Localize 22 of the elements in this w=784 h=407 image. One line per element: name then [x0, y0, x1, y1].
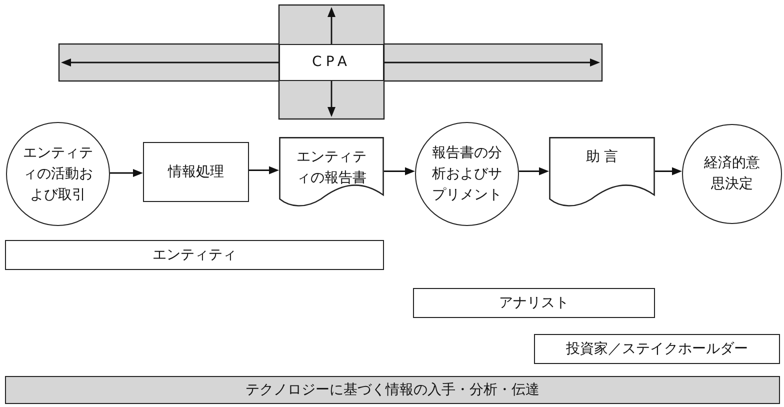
- document-text: 助 言: [586, 148, 618, 167]
- arrow: [110, 169, 143, 177]
- process-circle: 経済的意思決定: [682, 124, 782, 224]
- role-bar: エンティティ: [5, 240, 384, 270]
- arrow: [61, 58, 279, 66]
- arrow: [519, 167, 549, 176]
- process-circle: 報告書の分析およびサプリメント: [415, 122, 519, 226]
- arrow: [328, 81, 336, 117]
- role-box: CPA: [279, 44, 384, 81]
- document-shape: [549, 137, 655, 207]
- arrow: [249, 166, 279, 174]
- technology-bar: テクノロジーに基づく情報の入手・分析・伝達: [5, 376, 780, 404]
- document-text: エンティティの報告書: [296, 148, 368, 188]
- arrow: [384, 167, 415, 176]
- process-box: 情報処理: [143, 142, 249, 202]
- arrow: [655, 167, 682, 176]
- process-circle: エンティティの活動および取引: [6, 122, 110, 226]
- document-shape: [279, 137, 384, 207]
- role-bar: アナリスト: [413, 288, 655, 318]
- arrow: [328, 7, 336, 44]
- arrow: [384, 58, 600, 66]
- role-bar: 投資家／ステイクホールダー: [534, 334, 780, 364]
